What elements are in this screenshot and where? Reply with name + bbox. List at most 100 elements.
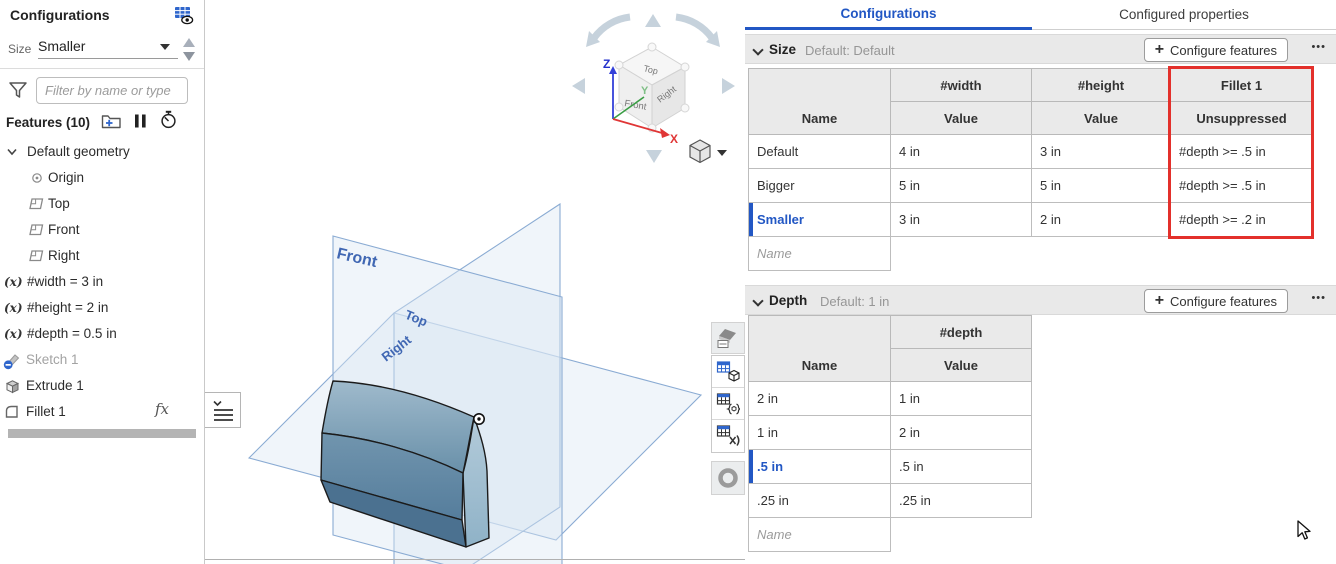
fx-configured-icon[interactable]: fx: [155, 400, 170, 418]
table-row-1in[interactable]: 1 in 2 in: [748, 415, 1032, 450]
collapse-chevron-icon[interactable]: [752, 44, 764, 56]
depth-value-cell[interactable]: .25 in: [890, 483, 1032, 518]
column-header-depth: #depth: [890, 315, 1032, 349]
view-cube-front-label[interactable]: Front: [623, 98, 647, 113]
plus-icon: +: [1154, 41, 1165, 58]
origin-marker[interactable]: [472, 412, 485, 425]
configured-features-button[interactable]: [712, 388, 744, 420]
tree-feature-fillet1[interactable]: Fillet 1: [0, 402, 200, 424]
part-body[interactable]: [320, 380, 490, 548]
configure-features-button[interactable]: +Configure features: [1143, 289, 1288, 313]
tree-feature-sketch1[interactable]: Sketch 1: [0, 350, 200, 372]
row-name-cell[interactable]: 1 in: [748, 415, 891, 450]
configurations-table-icon[interactable]: [174, 5, 195, 31]
row-name-cell[interactable]: Bigger: [748, 168, 891, 203]
suppress-pause-icon[interactable]: [133, 113, 148, 134]
depth-value-cell[interactable]: .5 in: [890, 449, 1032, 484]
height-value-cell[interactable]: 3 in: [1031, 134, 1171, 169]
row-name-cell[interactable]: Default: [748, 134, 891, 169]
tree-item-front-plane[interactable]: Front: [0, 220, 200, 242]
horizontal-scrollbar[interactable]: [8, 429, 196, 438]
tree-group-default-geometry[interactable]: Default geometry: [0, 142, 200, 164]
model-viewport[interactable]: Front Top Right Top Front Right Z Y X: [205, 0, 745, 564]
tree-group-label: Default geometry: [27, 144, 130, 159]
rotate-down-arrow: [646, 150, 662, 163]
width-value-cell[interactable]: 4 in: [890, 134, 1032, 169]
tree-feature-extrude1[interactable]: Extrude 1: [0, 376, 200, 398]
empty-cell: [1171, 237, 1313, 271]
new-row-name-input[interactable]: Name: [748, 517, 891, 552]
view-cube-top-label[interactable]: Top: [643, 63, 660, 76]
table-row-smaller-selected[interactable]: Smaller 3 in 2 in #depth >= .2 in: [748, 202, 1313, 237]
table-row-bigger[interactable]: Bigger 5 in 5 in #depth >= .5 in: [748, 168, 1313, 203]
tree-variable-width[interactable]: (x) #width = 3 in: [0, 272, 200, 294]
variable-label: #height = 2 in: [27, 300, 109, 315]
roll-right-arrow: [675, 13, 715, 41]
size-overflow-menu-button[interactable]: •••: [1311, 41, 1326, 53]
feature-list-toggle-button[interactable]: [205, 392, 241, 428]
empty-cell: [891, 518, 1032, 552]
view-mode-dropdown[interactable]: [689, 139, 727, 164]
config-spinner-up-icon[interactable]: [183, 38, 195, 47]
part-front-face[interactable]: [320, 432, 464, 521]
plane-icon: [28, 197, 44, 214]
rollback-clock-icon[interactable]: [159, 110, 178, 134]
extrude-icon: [4, 378, 21, 398]
size-section-header: Size Default: Default +Configure feature…: [745, 34, 1336, 64]
view-cube[interactable]: Top Front Right: [614, 42, 690, 133]
configuration-tools: [711, 355, 745, 453]
height-value-cell[interactable]: 2 in: [1031, 202, 1171, 237]
column-subheader-value: Value: [1031, 101, 1171, 135]
row-name-cell[interactable]: .25 in: [748, 483, 891, 518]
row-name-cell[interactable]: 2 in: [748, 381, 891, 416]
panel-title: Configurations: [10, 7, 110, 23]
divider: [0, 68, 204, 69]
table-row-2in[interactable]: 2 in 1 in: [748, 381, 1032, 416]
depth-default-label: Default: 1 in: [820, 294, 890, 309]
tab-label: Configurations: [840, 6, 937, 21]
configure-features-button[interactable]: +Configure features: [1143, 38, 1288, 62]
depth-value-cell[interactable]: 1 in: [890, 381, 1032, 416]
table-row-default[interactable]: Default 4 in 3 in #depth >= .5 in: [748, 134, 1313, 169]
tab-configured-properties[interactable]: Configured properties: [1032, 0, 1336, 30]
variable-icon: (x): [4, 327, 23, 341]
fillet-condition-cell[interactable]: #depth >= .5 in: [1170, 168, 1313, 203]
appearance-tool-button[interactable]: [711, 322, 745, 354]
tree-variable-height[interactable]: (x) #height = 2 in: [0, 298, 200, 320]
tree-variable-depth[interactable]: (x) #depth = 0.5 in: [0, 324, 200, 346]
configured-variables-button[interactable]: [712, 420, 744, 452]
width-value-cell[interactable]: 3 in: [890, 202, 1032, 237]
configured-parts-button[interactable]: [712, 356, 744, 388]
height-value-cell[interactable]: 5 in: [1031, 168, 1171, 203]
depth-overflow-menu-button[interactable]: •••: [1311, 292, 1326, 304]
view-rotate-arrows[interactable]: [572, 13, 735, 163]
table-row-quarter-in[interactable]: .25 in .25 in: [748, 483, 1032, 518]
empty-cell: [1032, 237, 1171, 271]
filter-input[interactable]: [36, 77, 188, 104]
section-ring-button[interactable]: [711, 461, 745, 495]
part-right-face[interactable]: [462, 416, 490, 548]
sketch-suppressed-icon: [3, 352, 22, 373]
feature-panel: Configurations Size Smaller Features (10…: [0, 0, 205, 564]
config-spinner-down-icon[interactable]: [183, 52, 195, 61]
table-row-half-in-selected[interactable]: .5 in .5 in: [748, 449, 1032, 484]
depth-value-cell[interactable]: 2 in: [890, 415, 1032, 450]
size-dropdown[interactable]: Smaller: [38, 38, 178, 59]
features-count-label: Features (10): [6, 115, 91, 130]
tree-item-top-plane[interactable]: Top: [0, 194, 200, 216]
width-value-cell[interactable]: 5 in: [890, 168, 1032, 203]
chevron-down-icon[interactable]: [6, 146, 18, 161]
fillet-condition-cell[interactable]: #depth >= .5 in: [1170, 134, 1313, 169]
tab-configurations[interactable]: Configurations: [745, 0, 1032, 30]
tree-item-origin[interactable]: Origin: [0, 168, 200, 190]
fillet-condition-cell[interactable]: #depth >= .2 in: [1170, 202, 1313, 237]
chevron-down-icon: [160, 44, 170, 50]
new-folder-icon[interactable]: [101, 112, 122, 135]
tree-item-right-plane[interactable]: Right: [0, 246, 200, 268]
new-row-name-input[interactable]: Name: [748, 236, 891, 271]
collapse-chevron-icon[interactable]: [752, 295, 764, 307]
row-name-cell[interactable]: Smaller: [748, 202, 891, 237]
row-name-cell[interactable]: .5 in: [748, 449, 891, 484]
fillet-icon: [4, 404, 20, 422]
part-bottom-band[interactable]: [320, 479, 467, 548]
